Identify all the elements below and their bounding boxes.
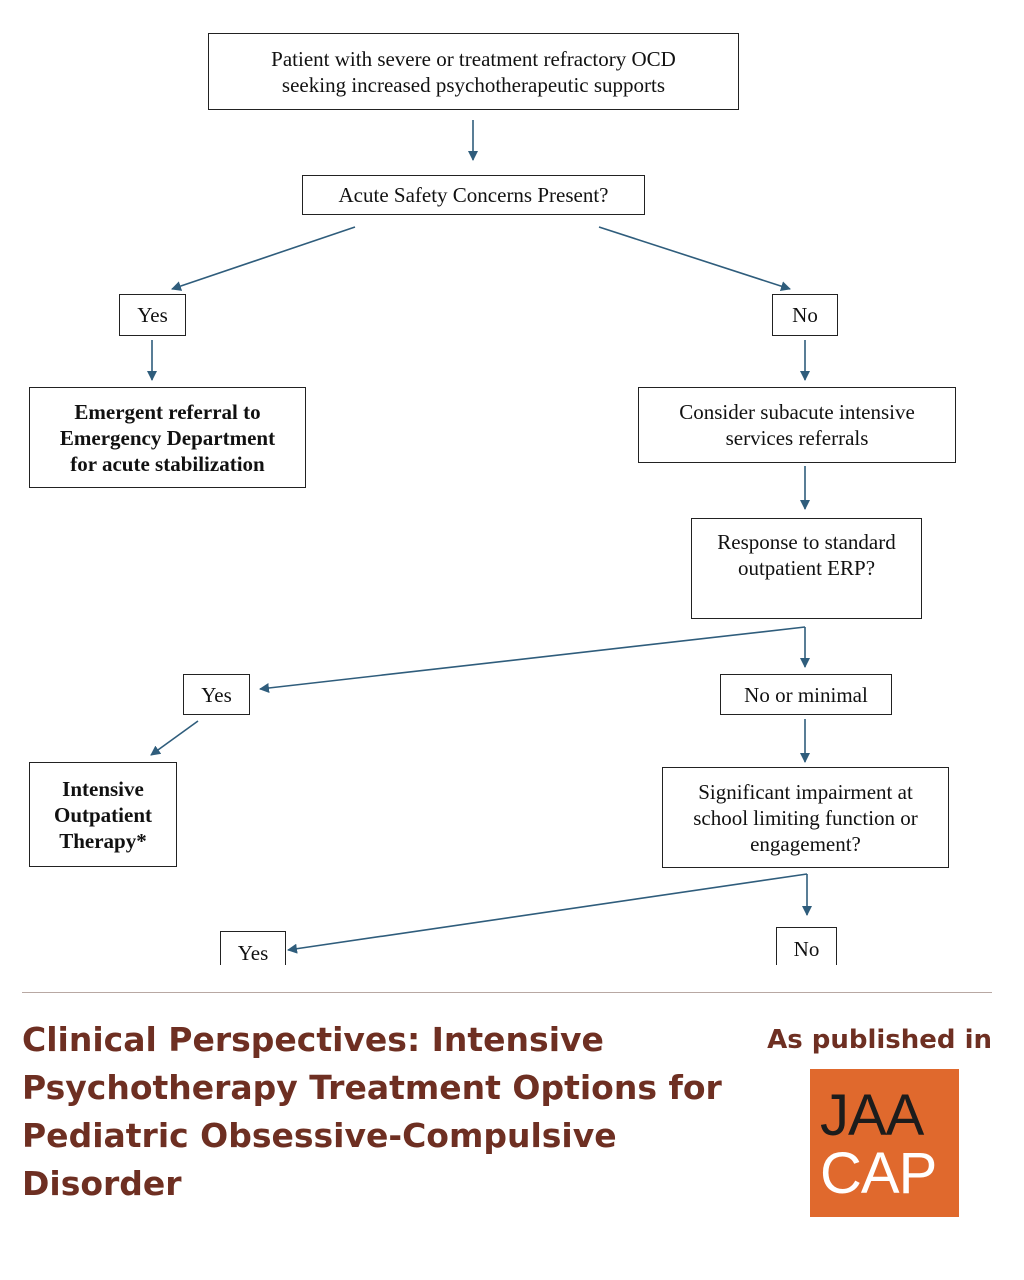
node-response-no-or-minimal-text: No or minimal: [744, 682, 868, 707]
node-safety-question-text: Acute Safety Concerns Present?: [338, 183, 609, 207]
arrow-school-to-yes: [287, 873, 808, 954]
node-response-question: Response to standard outpatient ERP?: [691, 518, 922, 619]
node-start: Patient with severe or treatment refract…: [208, 33, 739, 110]
flowchart: Patient with severe or treatment refract…: [29, 33, 956, 965]
node-safety-no-text: No: [792, 303, 818, 327]
node-start-text: Patient with severe or treatment refract…: [271, 46, 676, 97]
node-school-no-text: No: [793, 937, 820, 961]
published-label: As published in: [767, 1025, 992, 1055]
node-school-yes: Yes: [220, 931, 286, 965]
logo-line-1: JAA: [820, 1083, 924, 1148]
node-subacute: Consider subacute intensive services ref…: [638, 387, 956, 463]
node-safety-no: No: [772, 294, 838, 336]
arrow-response-to-yes: [259, 626, 806, 693]
footer-divider: [22, 992, 992, 993]
arrow-yes-to-iop: [150, 720, 199, 756]
article-title: Clinical Perspectives: Intensive Psychot…: [22, 1020, 722, 1203]
arrow-safety-to-yes: [171, 226, 356, 291]
node-intensive-outpatient: Intensive Outpatient Therapy*: [29, 762, 177, 867]
node-subacute-text: Consider subacute intensive services ref…: [679, 400, 915, 450]
logo-line-2: CAP: [820, 1141, 937, 1206]
node-emergent-referral: Emergent referral to Emergency Departmen…: [29, 387, 306, 488]
node-safety-question: Acute Safety Concerns Present?: [302, 175, 645, 215]
jaacap-logo: JAA CAP: [810, 1069, 959, 1217]
node-school-yes-text: Yes: [237, 941, 269, 965]
node-school-no: No: [776, 927, 837, 965]
node-school-question-text: Significant impairment at school limitin…: [693, 779, 918, 856]
node-response-no-or-minimal: No or minimal: [720, 674, 892, 715]
node-intensive-outpatient-text: Intensive Outpatient Therapy*: [53, 776, 152, 853]
node-emergent-referral-text: Emergent referral to Emergency Departmen…: [59, 399, 276, 476]
node-response-yes-text: Yes: [201, 682, 232, 707]
arrow-safety-to-no: [598, 226, 791, 291]
node-school-question: Significant impairment at school limitin…: [662, 767, 949, 868]
node-safety-yes-text: Yes: [137, 303, 168, 327]
node-response-question-text: Response to standard outpatient ERP?: [717, 530, 896, 580]
node-response-yes: Yes: [183, 674, 250, 715]
flowchart-arrows: [147, 120, 812, 954]
node-safety-yes: Yes: [119, 294, 186, 336]
